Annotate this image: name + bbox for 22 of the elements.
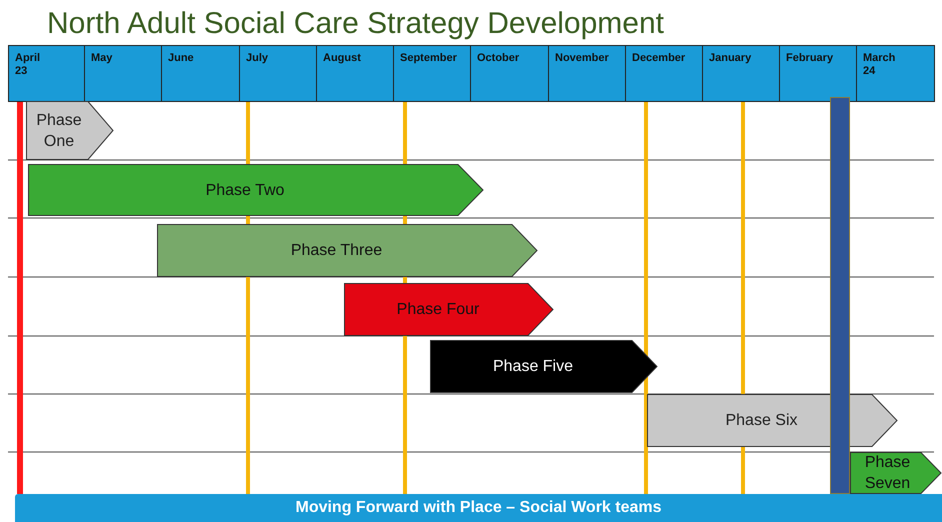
month-header: June xyxy=(161,45,240,102)
month-header: July xyxy=(239,45,317,102)
month-header: September xyxy=(393,45,471,102)
month-header: December xyxy=(625,45,703,102)
banner-bar: Moving Forward with Place – Social Work teams xyxy=(15,494,942,522)
month-header: February xyxy=(779,45,857,102)
phase-bar: Phase Five xyxy=(430,340,658,393)
phase-bar: Phase One xyxy=(26,101,114,160)
month-header: January xyxy=(702,45,780,102)
milestone-bar xyxy=(830,97,850,494)
month-header: April 23 xyxy=(8,45,85,102)
month-header: October xyxy=(470,45,549,102)
phase-bar: Phase Two xyxy=(28,164,484,216)
month-header: November xyxy=(548,45,626,102)
month-header: August xyxy=(316,45,394,102)
phase-bar: Phase Three xyxy=(157,224,538,277)
month-header: May xyxy=(84,45,162,102)
phase-bar: Phase Seven xyxy=(850,452,942,494)
title: North Adult Social Care Strategy Development xyxy=(47,6,664,42)
phase-bar: Phase Six xyxy=(647,394,898,447)
phase-bar: Phase Four xyxy=(344,283,554,336)
month-header: March 24 xyxy=(856,45,935,102)
